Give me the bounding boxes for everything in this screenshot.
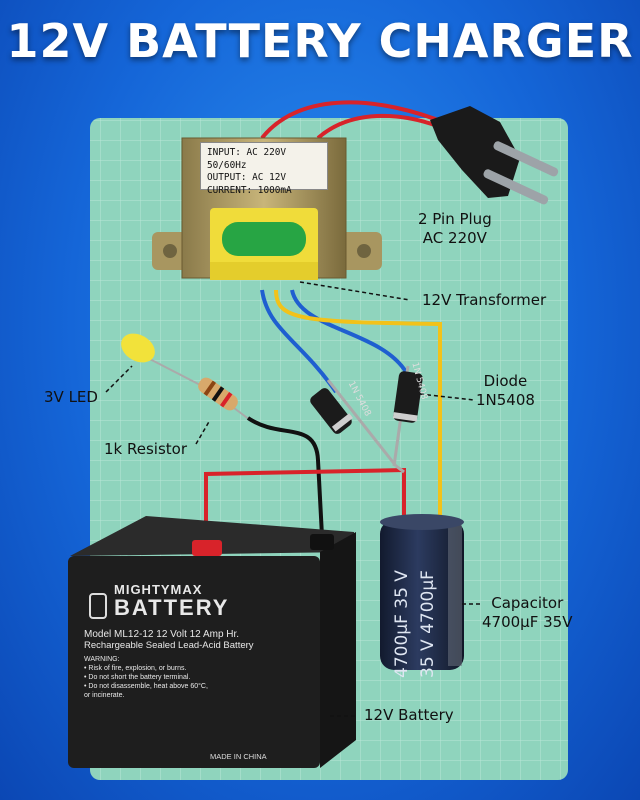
battery-warning-line: • Risk of fire, explosion, or burns. [84, 665, 187, 672]
battery-type: Rechargeable Sealed Lead-Acid Battery [84, 640, 254, 651]
transformer-output-text: OUTPUT: AC 12V [207, 172, 287, 183]
battery-warning-line: or incinerate. [84, 692, 125, 699]
transformer-current-text: CURRENT: 1000mA [207, 184, 292, 196]
battery-warnings: WARNING: • Risk of fire, explosion, or b… [84, 655, 304, 700]
resistor [198, 377, 251, 421]
capacitor-label: Capacitor 4700µF 35V [482, 594, 572, 632]
capacitor [380, 514, 464, 670]
resistor-wire-black [246, 416, 324, 537]
battery-wire-red [204, 467, 406, 546]
plug-wire-red [260, 100, 449, 140]
resistor-label: 1k Resistor [104, 440, 187, 458]
diode-label-line2: 1N5408 [476, 391, 535, 409]
diode-label-line1: Diode [483, 372, 528, 390]
plug-label-line2: AC 220V [422, 229, 487, 247]
led [121, 333, 211, 391]
transformer-wire-blue-1 [260, 289, 338, 394]
transformer-label-plate: INPUT: AC 220V 50/60Hz OUTPUT: AC 12V CU… [200, 142, 328, 196]
transformer-wire-yellow [274, 289, 442, 520]
battery-brand-bottom: BATTERY [114, 595, 230, 620]
diode-1 [310, 379, 398, 467]
diode-junction-wire [395, 464, 405, 474]
battery-body [68, 516, 356, 768]
diode-label: Diode 1N5408 [476, 372, 535, 410]
led-label: 3V LED [44, 388, 98, 406]
leader-lines [105, 281, 480, 717]
capacitor-marking-1: 4700µF 35 V [392, 570, 412, 678]
two-pin-plug [430, 106, 559, 205]
capacitor-marking-2: 35 V 4700µF [418, 570, 438, 678]
battery-warning-line: • Do not short the battery terminal. [84, 674, 191, 681]
battery-warning-title: WARNING: [84, 656, 120, 663]
plug-label-line1: 2 Pin Plug [418, 210, 492, 228]
battery-brand-top: MIGHTYMAX [114, 582, 203, 597]
battery-model: Model ML12-12 12 Volt 12 Amp Hr. [84, 629, 240, 640]
transformer-label: 12V Transformer [422, 291, 547, 309]
diode-2 [392, 365, 423, 467]
capacitor-label-line1: Capacitor [491, 594, 564, 612]
plug-wire-red-2 [316, 113, 449, 140]
battery-callout-label: 12V Battery [364, 706, 454, 724]
battery-label: MIGHTYMAX BATTERY Model ML12-12 12 Volt … [84, 582, 304, 700]
page-title: 12V BATTERY CHARGER [6, 14, 634, 68]
battery-made-in: MADE IN CHINA [210, 752, 267, 761]
battery-warning-line: • Do not disassemble, heat above 60°C, [84, 683, 208, 690]
transformer-wire-blue-2 [290, 289, 408, 374]
capacitor-label-line2: 4700µF 35V [482, 613, 573, 631]
transformer-input-text: INPUT: AC 220V 50/60Hz [207, 147, 287, 171]
plug-label: 2 Pin Plug AC 220V [418, 210, 492, 248]
